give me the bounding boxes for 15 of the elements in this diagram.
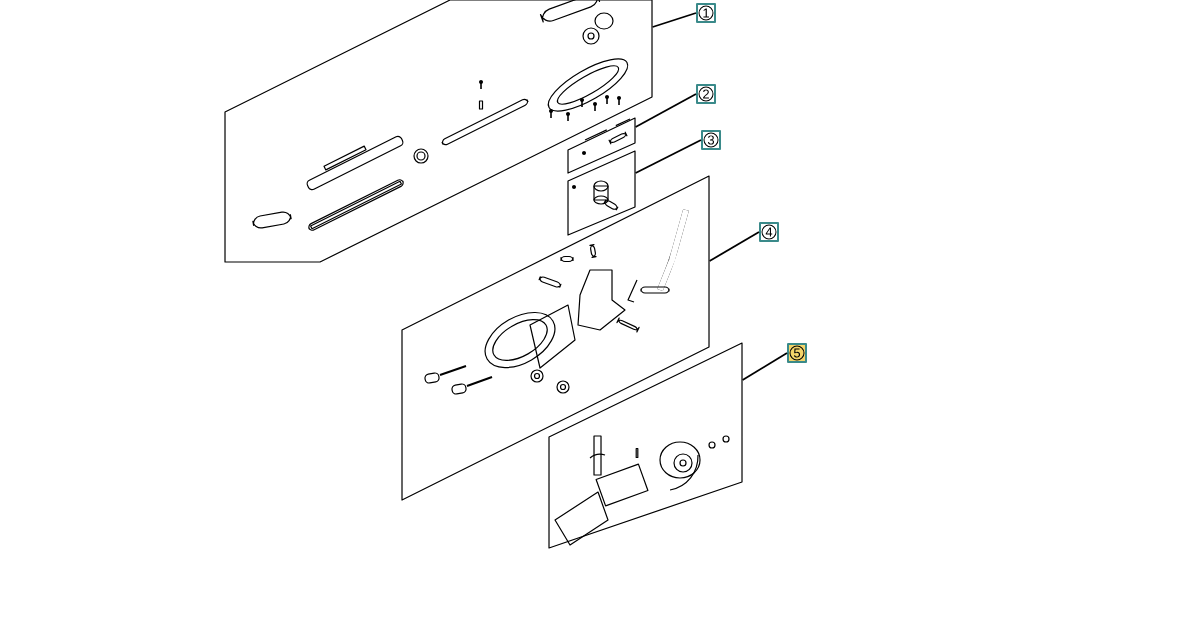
panel-outline — [401, 175, 710, 501]
leader-line — [741, 352, 788, 381]
callout-number: 1 — [696, 3, 716, 23]
callout-number: 5 — [787, 343, 807, 363]
panel-outline — [548, 342, 743, 549]
panel-outline — [567, 150, 636, 236]
leader-line — [708, 231, 760, 262]
panel-outline — [224, 0, 653, 263]
leader-line — [634, 93, 697, 128]
callout-number: 2 — [696, 84, 716, 104]
callout-number: 4 — [759, 222, 779, 242]
callout-number: 3 — [701, 130, 721, 150]
panel-outline — [567, 117, 636, 174]
leader-line — [651, 12, 697, 28]
leader-line — [634, 139, 702, 174]
